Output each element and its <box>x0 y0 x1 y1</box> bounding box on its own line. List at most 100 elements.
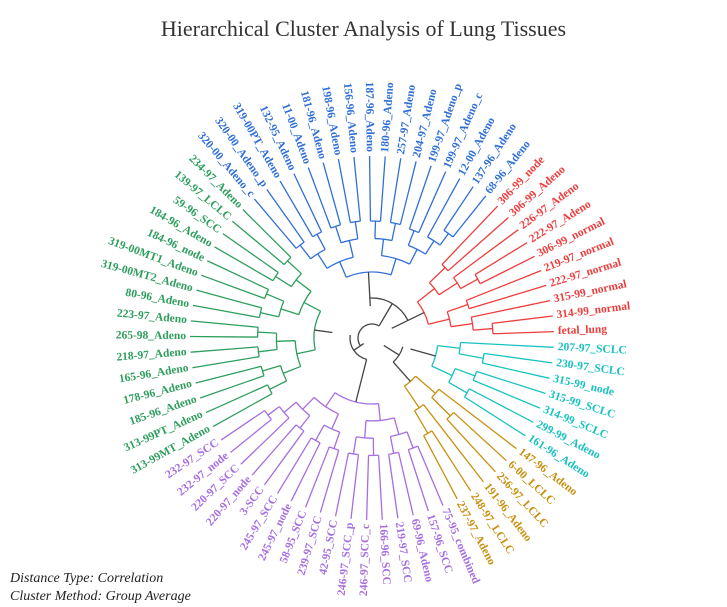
branch <box>255 393 273 404</box>
leaf-label: fetal_lung <box>558 323 608 337</box>
leaf-branch <box>432 453 458 500</box>
branch <box>374 221 377 239</box>
branch <box>447 303 469 313</box>
leaf-branch <box>240 427 280 465</box>
branch <box>450 322 473 328</box>
branch-arc <box>312 231 322 238</box>
root-branch <box>410 348 436 357</box>
leaf-branch <box>293 173 315 217</box>
leaf-branch <box>322 162 337 209</box>
branch <box>473 379 494 390</box>
leaf-branch <box>508 330 554 334</box>
branch <box>315 424 325 441</box>
branch <box>293 227 305 243</box>
root-branch <box>355 359 368 403</box>
branch <box>407 230 415 246</box>
leaf-label: 187-96_Adeno <box>363 82 376 153</box>
leaf-label: 219-97_SCC <box>393 521 414 583</box>
branch <box>388 454 392 472</box>
branch <box>262 261 279 273</box>
root-branch <box>392 361 411 382</box>
leaf-branch <box>368 156 371 204</box>
branch <box>427 224 435 238</box>
leaf-branch <box>433 178 461 225</box>
branch <box>437 344 461 349</box>
branch <box>414 410 429 434</box>
branch <box>377 403 381 421</box>
branch <box>266 293 285 302</box>
leaf-branch <box>449 186 474 222</box>
branch <box>408 211 417 230</box>
branch <box>299 244 312 260</box>
branch-arc <box>295 401 311 417</box>
branch <box>460 341 486 345</box>
branch <box>380 239 385 256</box>
branch <box>280 308 300 316</box>
branch-arc <box>491 323 494 334</box>
branch <box>240 313 260 319</box>
leaf-label: 223-97_Adeno <box>116 308 187 327</box>
branch <box>262 418 272 428</box>
branch <box>428 318 450 325</box>
leaf-branch <box>487 398 534 423</box>
branch <box>283 424 297 440</box>
branch <box>283 401 297 413</box>
branch-arc <box>427 236 441 246</box>
branch <box>275 275 292 288</box>
branch <box>352 436 357 455</box>
leaf-branch <box>253 198 286 236</box>
branch <box>393 417 400 435</box>
branch <box>287 260 302 275</box>
leaf-branch <box>413 465 429 512</box>
branch <box>399 207 406 225</box>
leaf-branch <box>490 299 551 314</box>
branch <box>431 396 451 417</box>
leaf-branch <box>192 359 241 369</box>
branch-arc <box>257 346 260 357</box>
branch-arc <box>298 290 312 315</box>
leaf-branch <box>503 355 553 364</box>
branch <box>453 265 470 279</box>
branch <box>325 392 336 408</box>
branch <box>324 211 332 229</box>
branch <box>303 221 314 237</box>
branch-arc <box>465 300 470 309</box>
branch <box>466 290 490 302</box>
leaf-label: 265-98_Adeno <box>116 330 187 343</box>
branch <box>333 431 341 449</box>
branch-arc <box>290 273 302 287</box>
branch <box>296 349 316 355</box>
branch <box>242 365 262 372</box>
branch <box>448 381 468 394</box>
branch <box>364 420 367 438</box>
branch <box>468 300 494 310</box>
branch <box>438 282 458 296</box>
branch <box>389 205 394 223</box>
branch <box>468 388 489 400</box>
branch-arc <box>408 244 426 255</box>
branch <box>377 455 381 473</box>
branch <box>415 375 436 394</box>
branch <box>428 267 446 284</box>
branch <box>471 312 491 318</box>
root-arc <box>357 323 380 347</box>
leaf-branch <box>507 315 553 323</box>
branch <box>446 418 462 435</box>
branch <box>295 279 312 292</box>
branch <box>269 252 285 266</box>
leaf-label: 246-97_SCC_c <box>358 524 372 597</box>
leaf-branch <box>484 343 554 348</box>
branch-arc <box>463 388 470 398</box>
distance-type-label: Distance Type: Correlation <box>10 571 164 586</box>
branch <box>441 245 460 265</box>
branch <box>479 276 495 285</box>
branch <box>239 346 258 350</box>
leaf-branch <box>353 156 360 205</box>
leaf-branch <box>496 377 546 395</box>
branch-arc <box>330 224 341 229</box>
branch <box>256 270 274 282</box>
leaf-label: 156-96_Adeno <box>341 82 360 153</box>
leaf-branch <box>251 438 285 476</box>
leaf-label: 246-97_SCC_p <box>336 522 356 596</box>
